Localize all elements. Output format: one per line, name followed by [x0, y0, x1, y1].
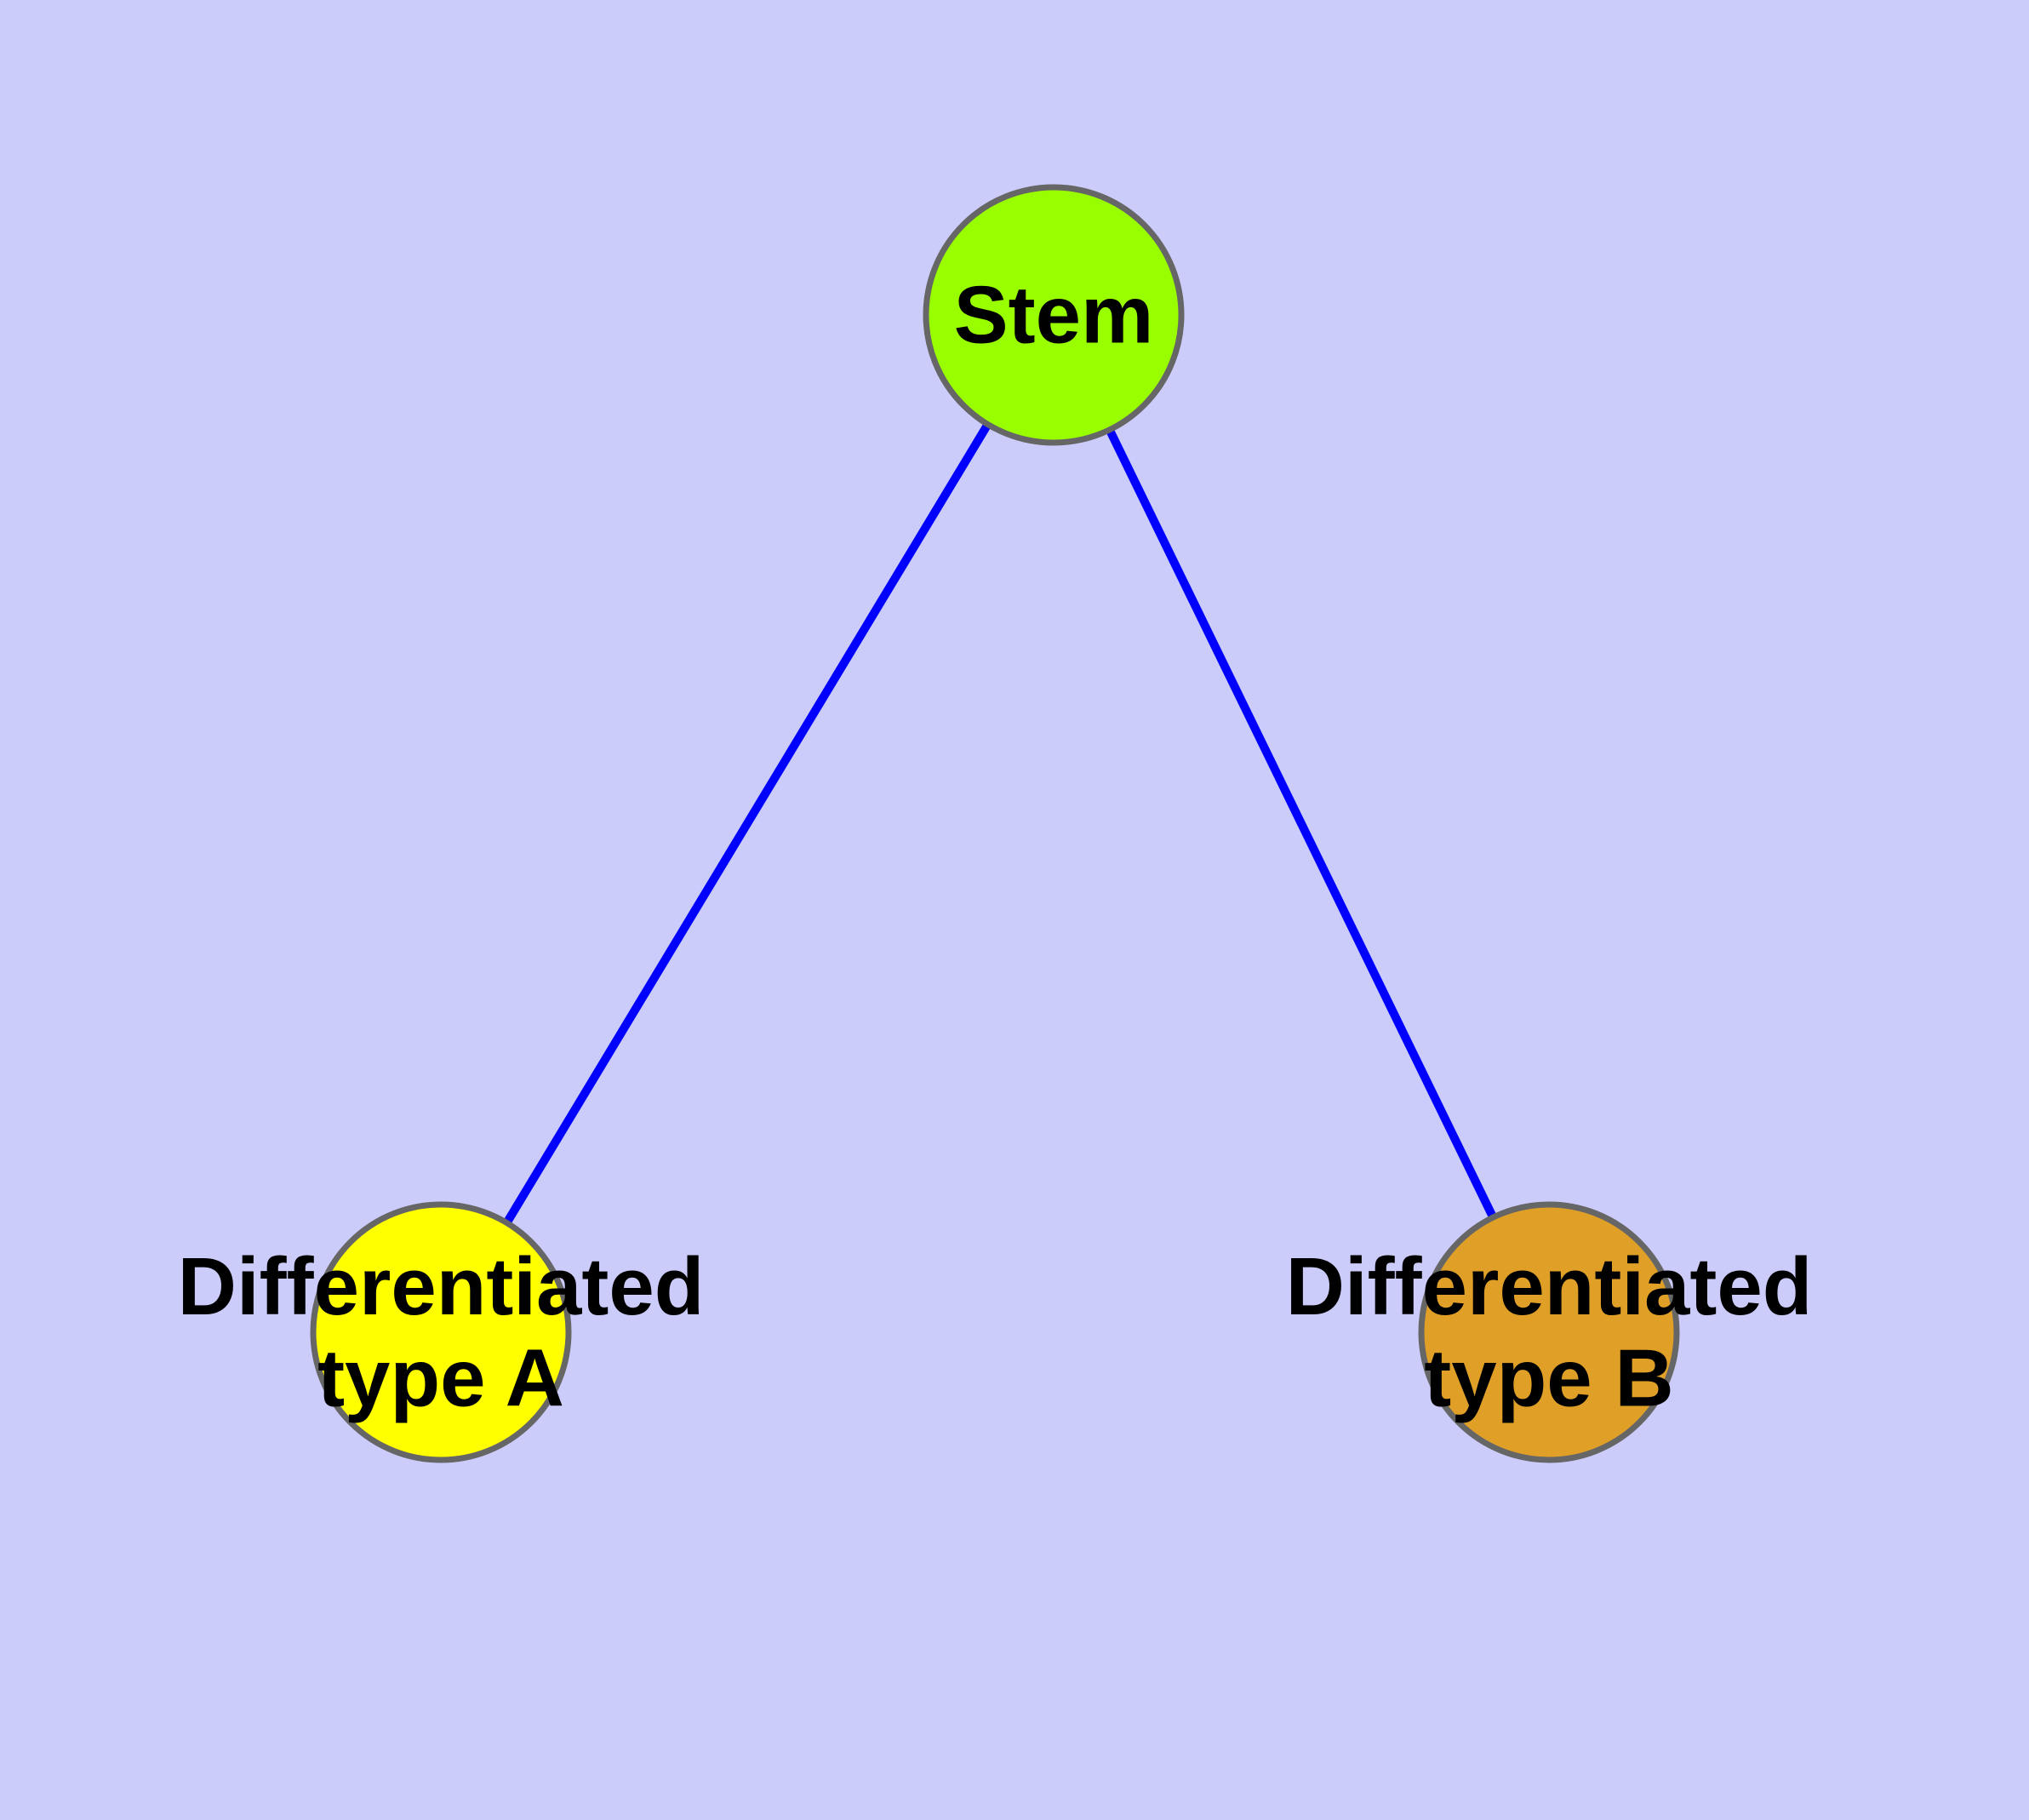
edges-layer	[437, 312, 1553, 1335]
node-label-line: type B	[1424, 1332, 1673, 1423]
node-circle-diff-a[interactable]	[310, 1201, 572, 1463]
node-circle-diff-b[interactable]	[1418, 1201, 1680, 1463]
node-label-line: Stem	[954, 270, 1154, 361]
edge-stem-to-a	[437, 312, 1058, 1335]
node-label-line: Differentiated	[1286, 1241, 1813, 1332]
node-circle-stem[interactable]	[923, 184, 1185, 446]
node-label-line: Differentiated	[178, 1241, 705, 1332]
edge-stem-to-b	[1049, 312, 1553, 1335]
node-stem[interactable]: Stem	[923, 184, 1185, 446]
node-label-stem: Stem	[954, 270, 1154, 361]
node-label-line: type A	[317, 1332, 564, 1423]
